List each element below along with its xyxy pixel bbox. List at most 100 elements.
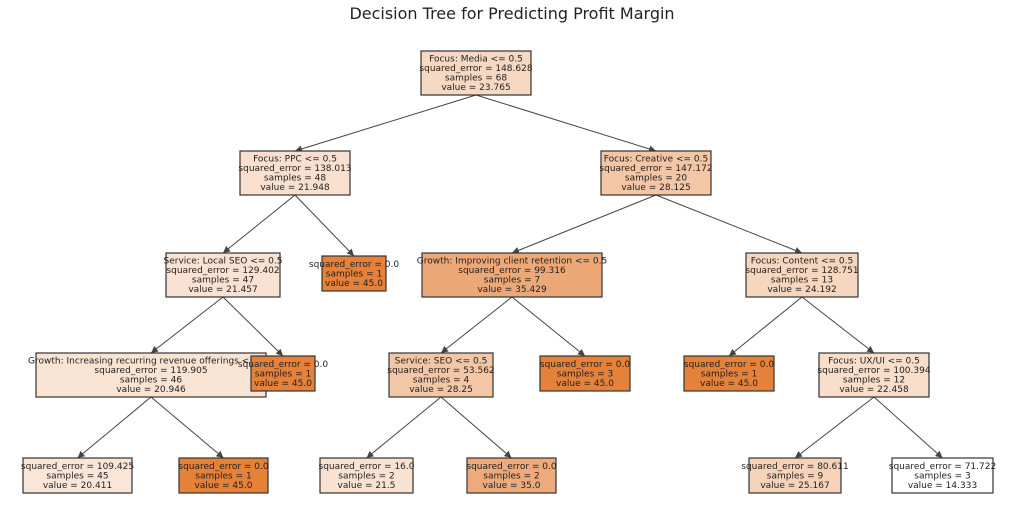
node-label-line: squared_error = 71.722 <box>889 462 996 472</box>
node-box <box>35 352 267 398</box>
node-box <box>239 150 351 196</box>
node-label-line: squared_error = 100.394 <box>817 366 930 376</box>
node-label-line: samples = 3 <box>557 369 613 379</box>
edge-n3-n8 <box>222 296 284 357</box>
node-label-line: samples = 68 <box>445 74 507 84</box>
node-box <box>600 150 712 196</box>
node-label-line: squared_error = 0.0 <box>540 360 631 370</box>
node-label-line: samples = 1 <box>326 269 382 279</box>
node-label-line: squared_error = 53.562 <box>387 366 494 376</box>
node-box <box>319 457 414 494</box>
node-label-line: samples = 1 <box>255 369 311 379</box>
node-label-line: value = 45.0 <box>556 379 614 389</box>
edge-n9-n15 <box>366 396 442 459</box>
edge-n0-n1 <box>294 94 477 153</box>
tree-node-n5: Growth: Improving client retention <= 0.… <box>417 252 607 298</box>
node-label-line: samples = 3 <box>914 471 970 481</box>
edge-n6-n12 <box>801 296 875 354</box>
node-label-line: samples = 13 <box>771 276 833 286</box>
node-label-line: value = 24.192 <box>767 285 836 295</box>
node-label-line: squared_error = 0.0 <box>238 360 329 370</box>
node-box <box>250 355 316 392</box>
edge-n7-n14 <box>150 396 224 459</box>
node-label-line: value = 21.948 <box>260 183 330 193</box>
edge-n0-n2 <box>475 94 657 153</box>
node-label-line: squared_error = 0.0 <box>178 462 269 472</box>
node-label-line: samples = 2 <box>338 471 394 481</box>
node-box <box>388 352 494 398</box>
node-label-line: value = 23.765 <box>441 83 510 93</box>
node-box <box>165 252 281 298</box>
node-box <box>745 252 859 298</box>
node-label-line: value = 20.411 <box>43 481 112 491</box>
node-label-line: value = 35.429 <box>477 285 547 295</box>
node-label-line: squared_error = 119.905 <box>94 366 207 376</box>
node-label-line: samples = 1 <box>701 369 757 379</box>
node-box <box>420 50 532 96</box>
node-label-line: samples = 9 <box>767 471 824 481</box>
node-label-line: value = 25.167 <box>760 481 829 491</box>
node-label-line: value = 45.0 <box>700 379 758 389</box>
node-box <box>818 352 930 398</box>
edge-n2-n6 <box>655 194 803 254</box>
chart-title: Decision Tree for Predicting Profit Marg… <box>349 4 674 23</box>
node-box <box>683 355 775 392</box>
edge-n3-n7 <box>150 296 224 354</box>
node-label-line: squared_error = 148.628 <box>419 64 532 74</box>
node-label-line: squared_error = 99.316 <box>458 266 566 276</box>
node-label-line: value = 28.125 <box>621 183 690 193</box>
node-label-line: squared_error = 129.402 <box>166 266 279 276</box>
edge-n2-n5 <box>511 194 657 254</box>
node-label-line: Focus: Creative <= 0.5 <box>604 155 708 165</box>
node-label-line: value = 45.0 <box>254 379 312 389</box>
node-label-line: value = 21.457 <box>188 285 257 295</box>
edge-n6-n11 <box>728 296 803 357</box>
edge-n7-n13 <box>77 396 152 459</box>
node-label-line: Service: SEO <= 0.5 <box>395 357 488 367</box>
edge-n9-n16 <box>440 396 512 459</box>
node-label-line: squared_error = 0.0 <box>309 260 400 270</box>
node-label-line: Growth: Increasing recurring revenue off… <box>28 357 274 367</box>
node-label-line: squared_error = 16.0 <box>319 462 415 472</box>
node-box <box>748 457 842 494</box>
node-label-line: samples = 20 <box>625 174 687 184</box>
edge-n1-n3 <box>222 194 296 254</box>
node-label-line: squared_error = 0.0 <box>466 462 557 472</box>
node-label-line: squared_error = 80.611 <box>741 462 848 472</box>
node-box <box>421 252 603 298</box>
node-label-line: samples = 47 <box>192 276 254 286</box>
node-label-line: value = 21.5 <box>338 481 396 491</box>
node-box <box>539 355 631 392</box>
node-label-line: Focus: Content <= 0.5 <box>751 257 854 267</box>
tree-node-n7: Growth: Increasing recurring revenue off… <box>28 352 274 398</box>
node-label-line: Focus: UX/UI <= 0.5 <box>828 357 920 367</box>
node-label-line: samples = 46 <box>120 376 182 386</box>
node-label-line: samples = 2 <box>483 471 539 481</box>
edge-n12-n17 <box>794 396 875 459</box>
edge-n5-n9 <box>440 296 513 354</box>
node-label-line: Service: Local SEO <= 0.5 <box>164 257 283 267</box>
node-label-line: Growth: Improving client retention <= 0.… <box>417 257 607 267</box>
node-label-line: squared_error = 128.751 <box>745 266 858 276</box>
edges-layer <box>77 94 943 459</box>
node-label-line: value = 14.333 <box>908 481 977 491</box>
edge-n1-n4 <box>294 194 355 257</box>
node-box <box>22 457 133 494</box>
node-label-line: squared_error = 147.172 <box>599 164 712 174</box>
node-label-line: value = 45.0 <box>195 481 253 491</box>
